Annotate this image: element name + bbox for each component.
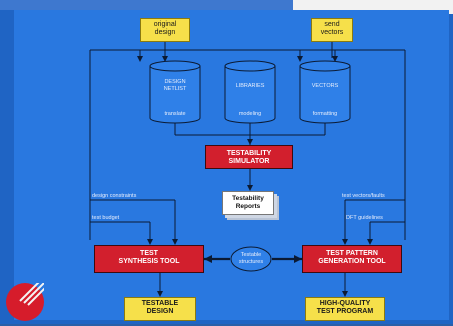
logo-icon <box>6 278 51 321</box>
test-vectors-faults-label: test vectors/faults <box>342 193 385 199</box>
dft-guidelines-label: DFT guidelines <box>346 215 383 221</box>
modeling-label: modeling <box>238 111 262 117</box>
vectors-label: VECTORS <box>311 83 339 89</box>
design-constraints-label: design constraints <box>92 193 137 199</box>
testability-reports-document: Testability Reports <box>222 191 274 215</box>
top-strip <box>0 0 453 10</box>
high-quality-test-program-box: HIGH-QUALITY TEST PROGRAM <box>305 297 385 321</box>
send-vectors-box: send vectors <box>311 18 353 42</box>
libraries-label: LIBRARIES <box>235 83 265 89</box>
original-design-box: original design <box>140 18 190 42</box>
translate-label: translate <box>164 111 186 117</box>
test-budget-label: test budget <box>92 215 120 221</box>
formatting-label: formatting <box>312 111 338 117</box>
design-netlist-label: DESIGN NETLIST <box>163 79 187 92</box>
test-synthesis-tool-box: TEST SYNTHESIS TOOL <box>94 245 204 273</box>
test-pattern-generation-tool-box: TEST PATTERN GENERATION TOOL <box>302 245 402 273</box>
testability-simulator-box: TESTABILITY SIMULATOR <box>205 145 293 169</box>
testable-structures-label: Testable structures <box>238 252 264 265</box>
testable-design-box: TESTABLE DESIGN <box>124 297 196 321</box>
